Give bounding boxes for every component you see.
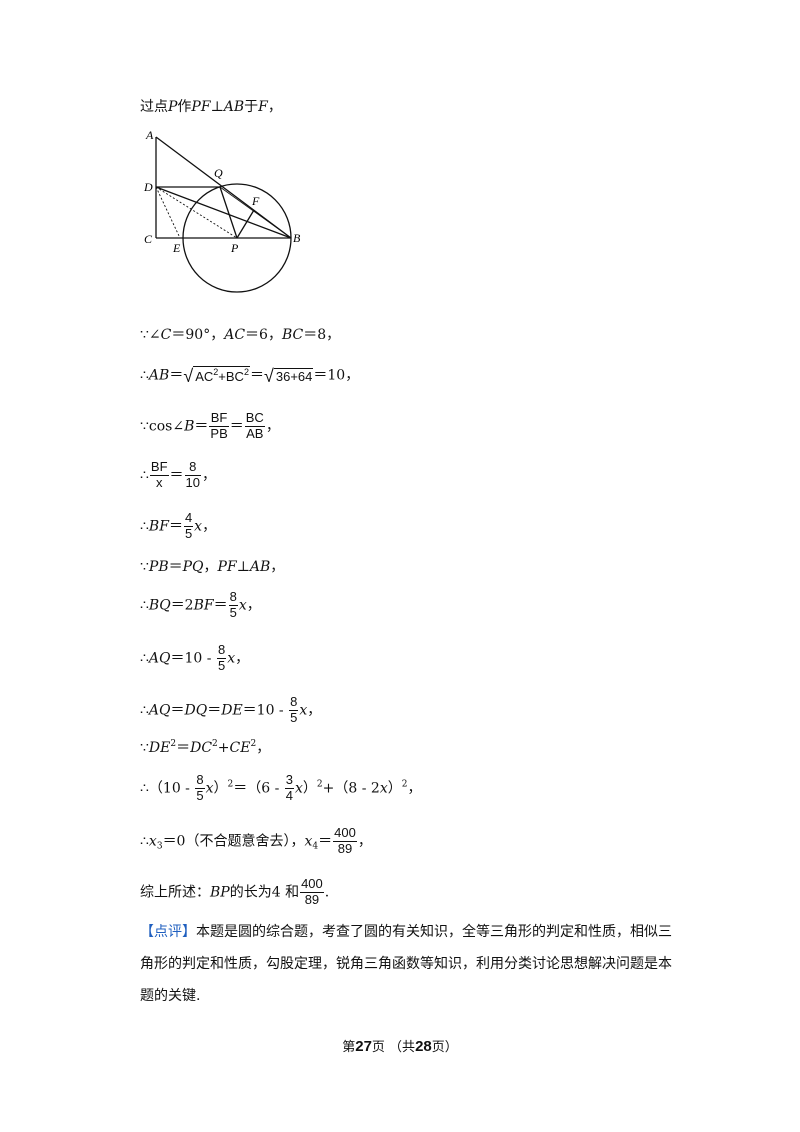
label-f: F (251, 194, 260, 208)
step-given: ∵∠C＝90°，AC＝6，BC＝8， (140, 327, 341, 343)
label-q: Q (214, 166, 223, 180)
label-c: C (144, 232, 153, 246)
label-a: A (145, 128, 154, 142)
step-pythagoras: ∵DE2＝DC2+CE2， (140, 739, 271, 756)
segment-qb (219, 186, 292, 239)
segment-de-dotted (155, 186, 181, 239)
segment-pf (236, 209, 255, 239)
segment-qp (219, 186, 238, 239)
comment-paragraph: 【点评】本题是圆的综合题，考查了圆的有关知识，全等三角形的判定和性质，相似三角形… (140, 916, 680, 1012)
page-footer: 第27页 （共28页） (342, 1038, 458, 1055)
label-d: D (143, 180, 153, 194)
sqrt-expression-2: √36+64 (263, 365, 314, 386)
geometry-figure: A Q D F C E P B (143, 128, 301, 293)
step-ab-length: ∴AB＝√AC2+BC2＝√36+64＝10， (140, 365, 360, 386)
segment-db (155, 186, 292, 239)
label-b: B (293, 231, 301, 245)
label-e: E (172, 241, 181, 255)
sqrt-expression-1: √AC2+BC2 (183, 366, 250, 386)
intro-line: 过点P作PF⊥AB于F， (140, 99, 282, 115)
step-pb-pq: ∵PB＝PQ，PF⊥AB， (140, 559, 285, 575)
page-total: 28 (415, 1038, 432, 1055)
comment-tag: 【点评】 (140, 924, 196, 940)
label-p: P (230, 241, 239, 255)
page-number: 27 (355, 1038, 372, 1055)
comment-text: 本题是圆的综合题，考查了圆的有关知识，全等三角形的判定和性质，相似三角形的判定和… (140, 924, 672, 1004)
segment-ab (155, 136, 292, 239)
